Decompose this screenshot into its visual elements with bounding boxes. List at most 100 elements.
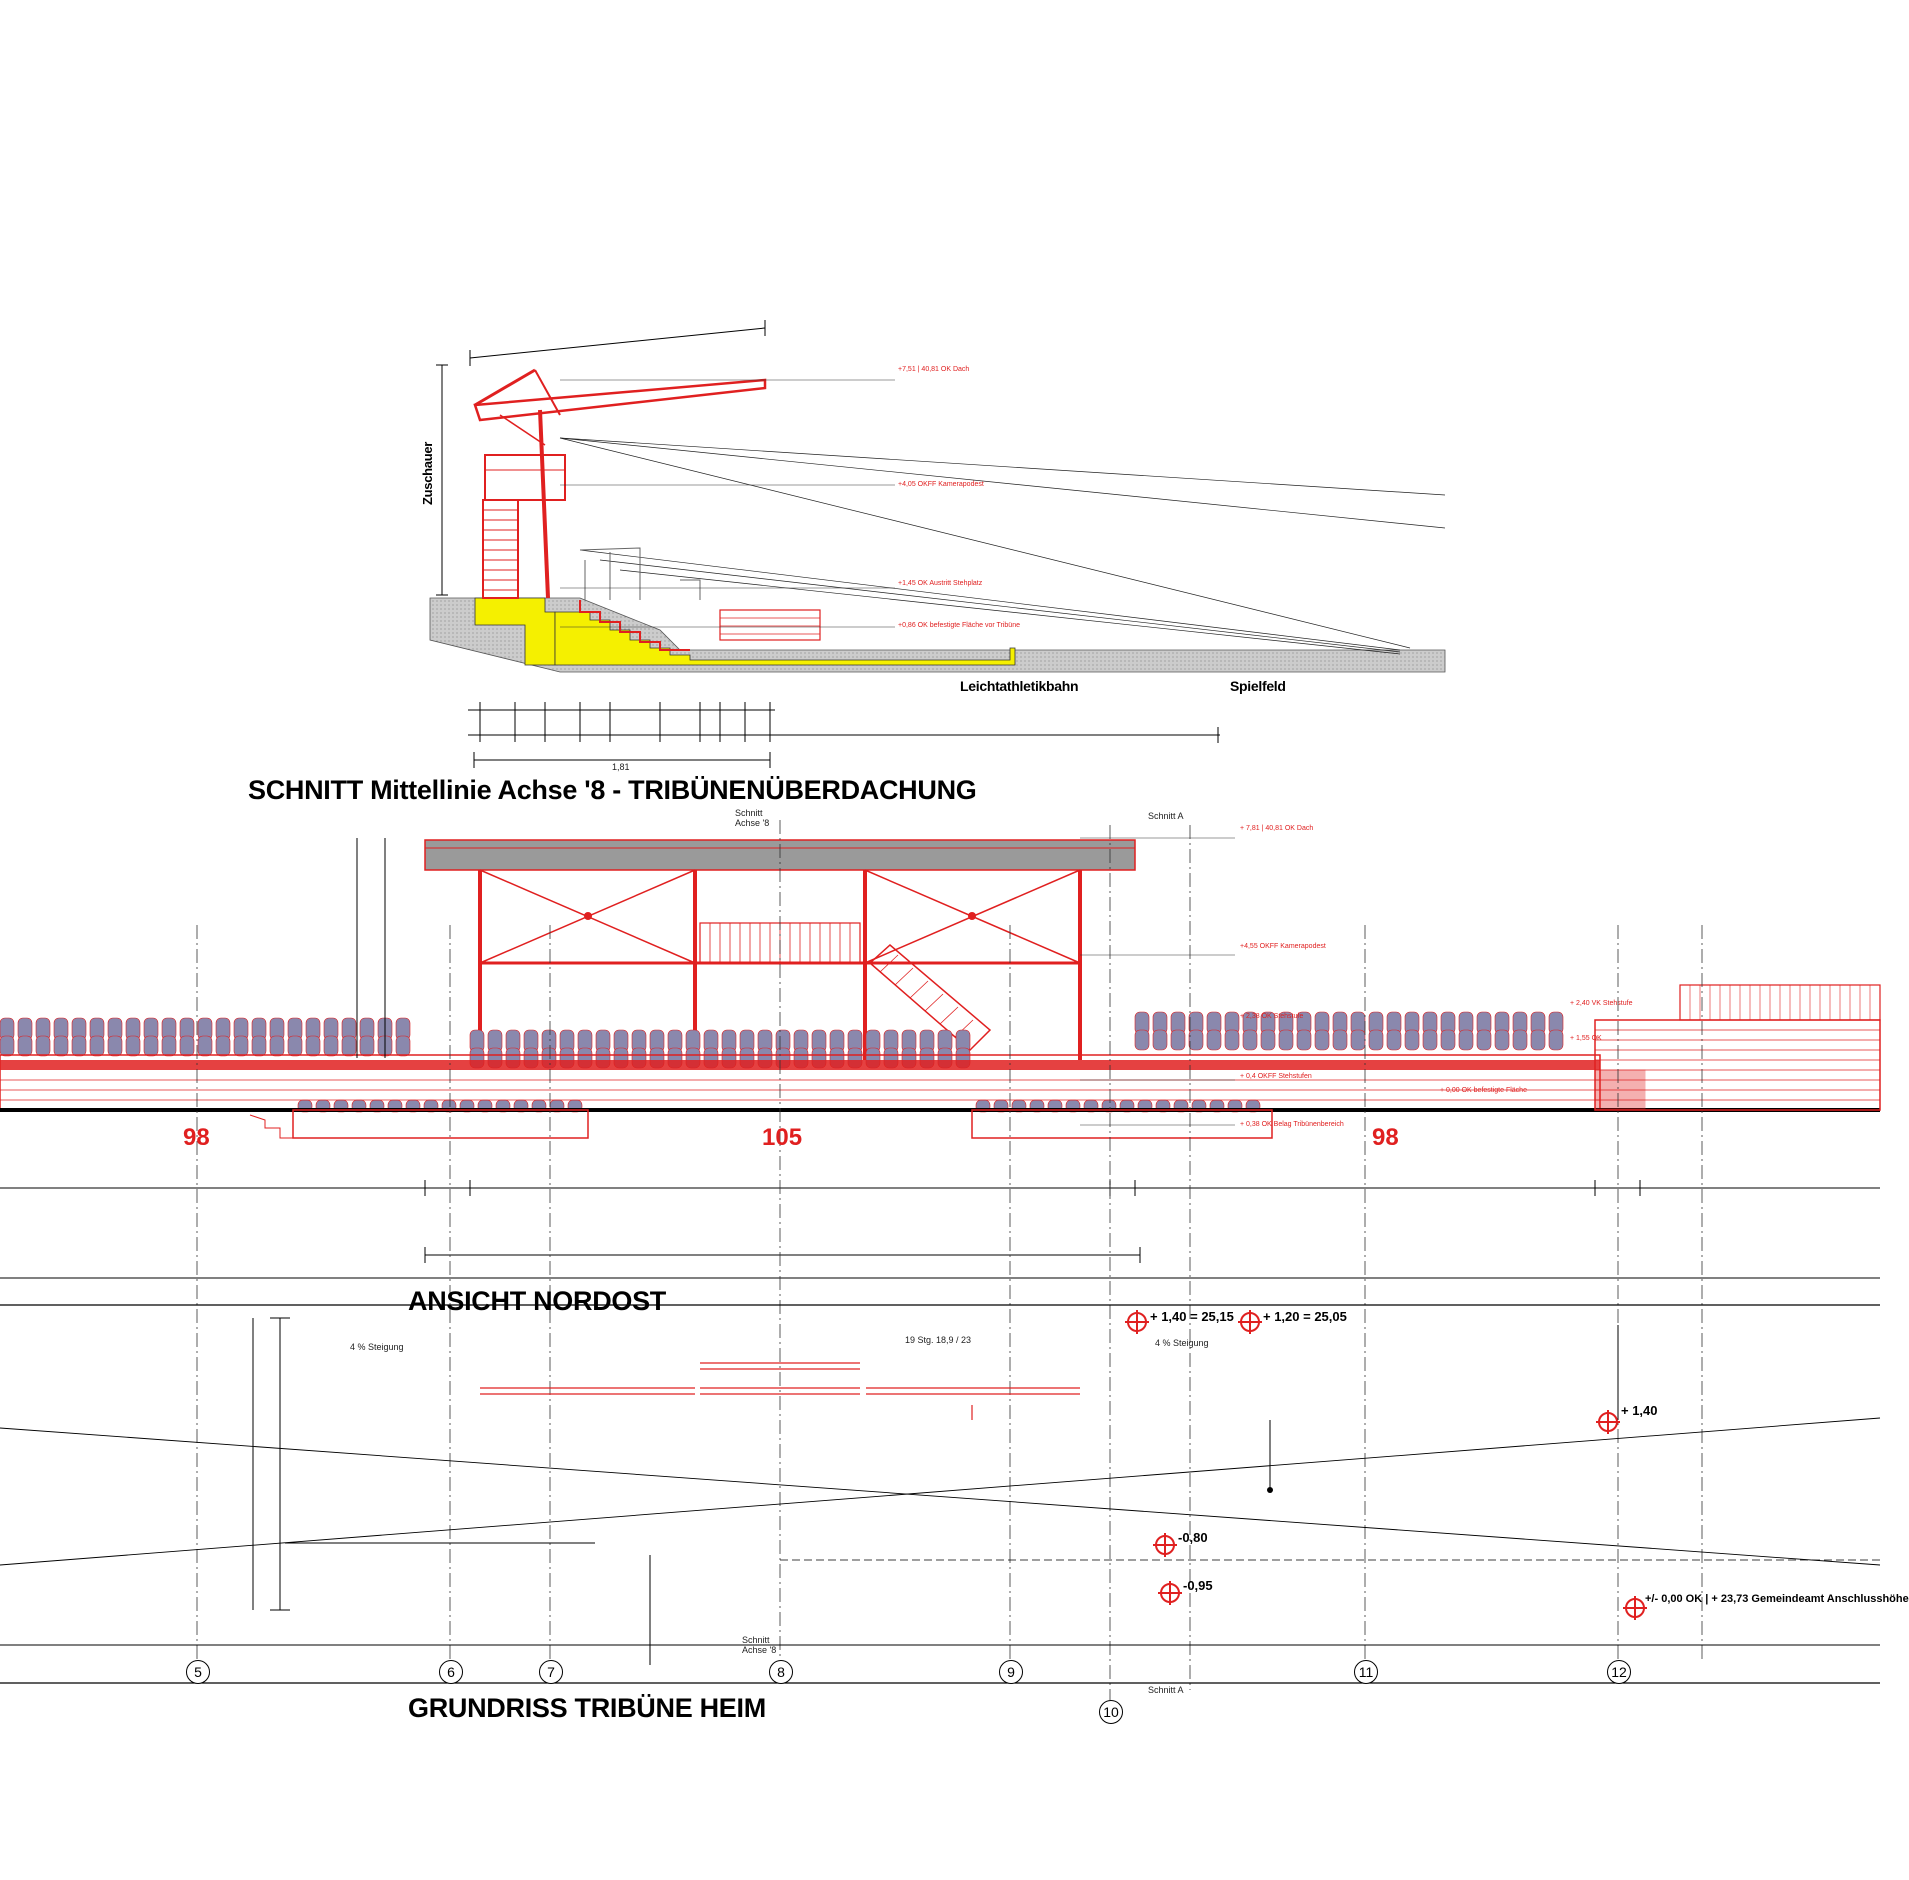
level-marker-icon (1125, 1310, 1149, 1334)
seat (1296, 1029, 1312, 1051)
axis-bubble-8: 8 (769, 1660, 793, 1684)
level-marker-icon (1153, 1533, 1177, 1557)
level-marker-icon (1623, 1596, 1647, 1620)
seat (1152, 1029, 1168, 1051)
section-terrace-fill (554, 611, 1016, 666)
plan-slope-right: 4 % Steigung (1155, 1338, 1209, 1348)
section-pitch-label: Spielfeld (1230, 678, 1286, 694)
axis-grid (196, 820, 1703, 1700)
seat (179, 1035, 195, 1057)
seat (1314, 1029, 1330, 1051)
seat (35, 1035, 51, 1057)
level-mark-3: + 1,40 (1621, 1403, 1658, 1418)
seat (1188, 1029, 1204, 1051)
seat (1332, 1029, 1348, 1051)
seat (0, 1035, 15, 1057)
axis-bubble-7: 7 (539, 1660, 563, 1684)
section-seat-rail (719, 609, 821, 641)
seat (161, 1035, 177, 1057)
section-total-dimension: 1,81 (612, 762, 630, 772)
seat (1206, 1029, 1222, 1051)
level-mark-6: +/- 0,00 OK | + 23,73 Gemeindeamt Anschl… (1645, 1593, 1909, 1605)
seat-count-right: 98 (1372, 1124, 1399, 1151)
seat (1170, 1029, 1186, 1051)
seat (107, 1035, 123, 1057)
section-column (538, 409, 550, 599)
seat (1548, 1029, 1564, 1051)
seat (53, 1035, 69, 1057)
seat (395, 1035, 411, 1057)
section-track-label: Leichtathletikbahn (960, 678, 1079, 694)
level-mark-5: -0,95 (1183, 1578, 1213, 1593)
seat (125, 1035, 141, 1057)
plan-slope-left: 4 % Steigung (350, 1342, 404, 1352)
lower-block-left (292, 1109, 589, 1139)
seat-row-upper (0, 1011, 1564, 1069)
lower-block-right (971, 1109, 1273, 1139)
axis-bubble-10: 10 (1099, 1700, 1123, 1724)
level-mark-2: + 1,20 = 25,05 (1263, 1309, 1347, 1324)
seat (1512, 1029, 1528, 1051)
svg-text:+0,86 OK befestigte Fläche vor: +0,86 OK befestigte Fläche vor Tribüne (898, 622, 1020, 629)
svg-text:+ 0,4 OKFF Stehstufen: + 0,4 OKFF Stehstufen (1240, 1073, 1312, 1080)
seat (1458, 1029, 1474, 1051)
svg-text:+7,51 | 40,81 OK Dach: +7,51 | 40,81 OK Dach (898, 366, 969, 373)
seat (323, 1035, 339, 1057)
section-drawing: +7,51 | 40,81 OK Dach +4,05 OKFF Kamerap… (429, 320, 1446, 768)
seat (17, 1035, 33, 1057)
section-stair-tower (482, 499, 519, 599)
level-mark-4: -0,80 (1178, 1530, 1208, 1545)
seat (305, 1035, 321, 1057)
seat (1134, 1029, 1150, 1051)
seat (1368, 1029, 1384, 1051)
seat (1476, 1029, 1492, 1051)
axis-bubble-11: 11 (1354, 1660, 1378, 1684)
section-title: SCHNITT Mittellinie Achse '8 - TRIBÜNENÜ… (248, 775, 977, 805)
seat (71, 1035, 87, 1057)
section-marker-a-top: Schnitt A (1148, 811, 1184, 821)
seat (197, 1035, 213, 1057)
seat (1422, 1029, 1438, 1051)
seat (1224, 1029, 1240, 1051)
section-steps (579, 600, 690, 651)
svg-text:+ 1,55 OK: + 1,55 OK (1570, 1035, 1602, 1042)
axis-8-marker-top: Schnitt Achse '8 (735, 808, 770, 828)
seat (89, 1035, 105, 1057)
seat (251, 1035, 267, 1057)
seat (359, 1035, 375, 1057)
section-ground (429, 597, 1446, 673)
svg-text:+ 2,38 OK Stehstufe: + 2,38 OK Stehstufe (1240, 1013, 1303, 1020)
svg-text:+ 0,00 OK befestigte Fläche: + 0,00 OK befestigte Fläche (1440, 1087, 1527, 1094)
svg-text:+ 0,38 OK Belag Tribünenbereic: + 0,38 OK Belag Tribünenbereich (1240, 1121, 1344, 1128)
seat (1440, 1029, 1456, 1051)
plan-drawing (0, 1304, 1881, 1684)
seat (1278, 1029, 1294, 1051)
seat (1350, 1029, 1366, 1051)
seat (1242, 1029, 1258, 1051)
seat-count-left: 98 (183, 1124, 210, 1151)
seat (1386, 1029, 1402, 1051)
elevation-title: ANSICHT NORDOST (408, 1286, 666, 1316)
seat (1494, 1029, 1510, 1051)
axis-bubble-9: 9 (999, 1660, 1023, 1684)
seat (287, 1035, 303, 1057)
seat (1404, 1029, 1420, 1051)
seat (215, 1035, 231, 1057)
section-vertical-label: Zuschauer (420, 441, 435, 505)
svg-text:+ 2,40 VK Stehstufe: + 2,40 VK Stehstufe (1570, 1000, 1633, 1007)
axis-8-marker-bottom: Schnitt Achse '8 (742, 1635, 777, 1655)
seat (1260, 1029, 1276, 1051)
level-marker-icon (1238, 1310, 1262, 1334)
axis-bubble-6: 6 (439, 1660, 463, 1684)
level-marker-icon (1596, 1410, 1620, 1434)
seat (1530, 1029, 1546, 1051)
plan-steps-note: 19 Stg. 18,9 / 23 (905, 1335, 972, 1345)
elevation-drawing: + 7,81 | 40,81 OK Dach +4,55 OKFF Kamera… (0, 825, 1881, 1279)
seat-count-middle: 105 (762, 1124, 803, 1151)
svg-text:+1,45 OK Austritt Stehplatz: +1,45 OK Austritt Stehplatz (898, 580, 983, 587)
axis-bubble-5: 5 (186, 1660, 210, 1684)
seat (341, 1035, 357, 1057)
svg-text:+ 7,81 | 40,81 OK Dach: + 7,81 | 40,81 OK Dach (1240, 825, 1313, 832)
seat (143, 1035, 159, 1057)
section-marker-a-bottom: Schnitt A (1148, 1685, 1184, 1695)
